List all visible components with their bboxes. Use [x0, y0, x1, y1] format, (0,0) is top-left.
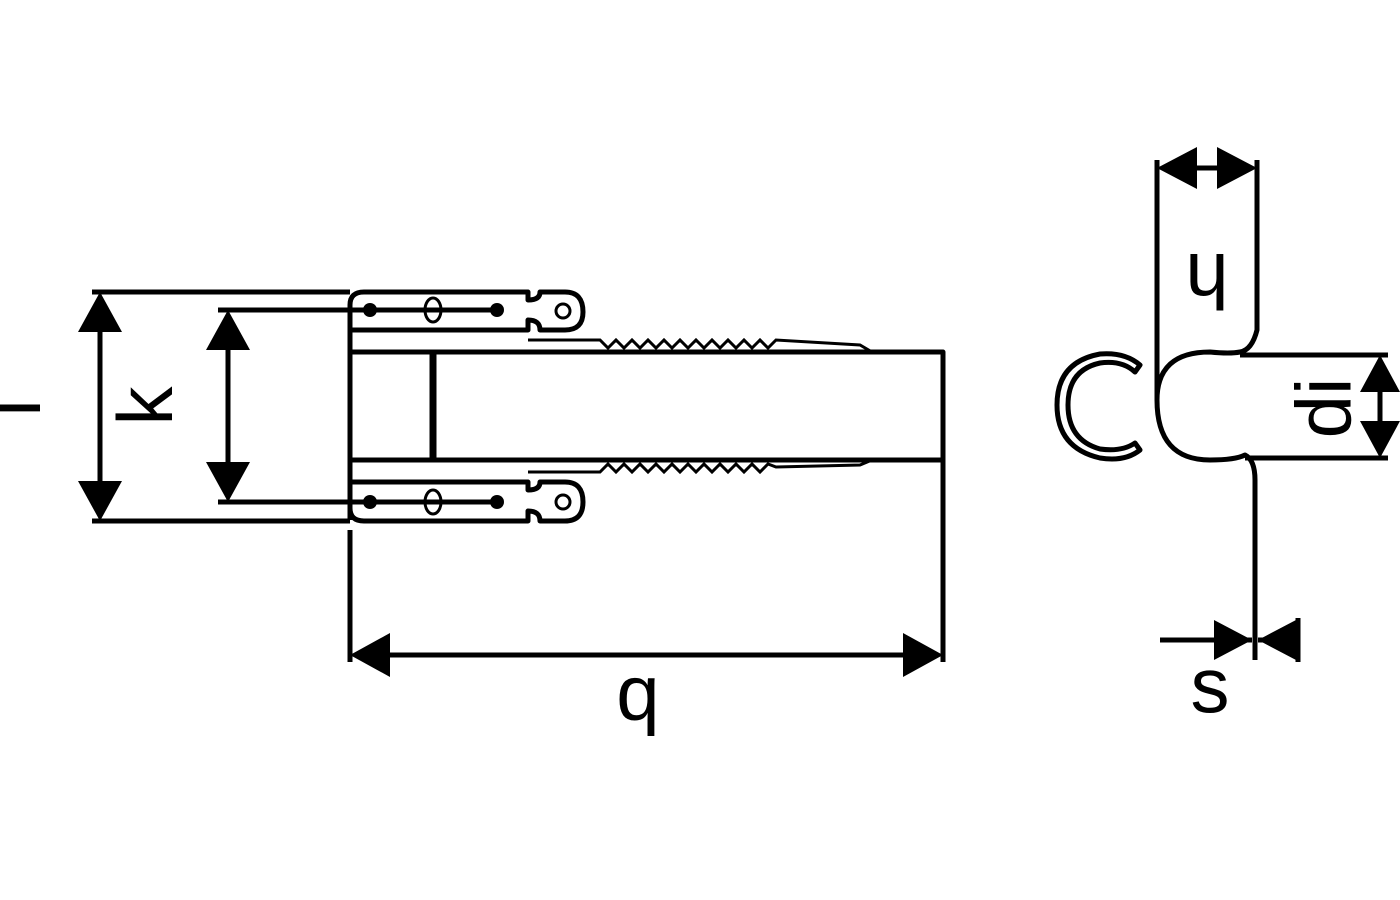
- serration-top: [528, 337, 873, 354]
- bracket-outline: [1154, 160, 1260, 401]
- section-view: h di s: [1054, 147, 1400, 729]
- hole-mark: [554, 302, 572, 320]
- arrowhead: [903, 633, 943, 677]
- hole-mark: [554, 493, 572, 511]
- side-view: l k q: [0, 289, 946, 737]
- arrowhead: [1258, 620, 1296, 660]
- arrowhead: [206, 462, 250, 502]
- arrowhead: [1360, 355, 1400, 392]
- arrowhead: [78, 481, 122, 521]
- dimension-label-di: di: [1280, 378, 1368, 439]
- split-ring: [1054, 351, 1143, 462]
- arrowhead: [78, 292, 122, 332]
- serration-bottom: [528, 458, 873, 475]
- dimension-label-q: q: [616, 649, 659, 737]
- arrowhead: [1214, 620, 1252, 660]
- dimension-label-k: k: [101, 386, 189, 426]
- arrowhead: [1360, 421, 1400, 458]
- dimension-label-l: l: [0, 399, 57, 416]
- arrowhead: [1217, 147, 1257, 189]
- sleeve-top-outline: [347, 289, 586, 520]
- arrowhead: [1157, 147, 1197, 189]
- dimension-label-h: h: [1185, 237, 1228, 325]
- sleeve-bottom-outline: [347, 479, 586, 524]
- arrowhead: [206, 310, 250, 350]
- dimension-label-s: s: [1191, 641, 1230, 729]
- arrowhead: [350, 633, 390, 677]
- pipe-body: [350, 349, 946, 463]
- bracket-outline: [1154, 160, 1258, 660]
